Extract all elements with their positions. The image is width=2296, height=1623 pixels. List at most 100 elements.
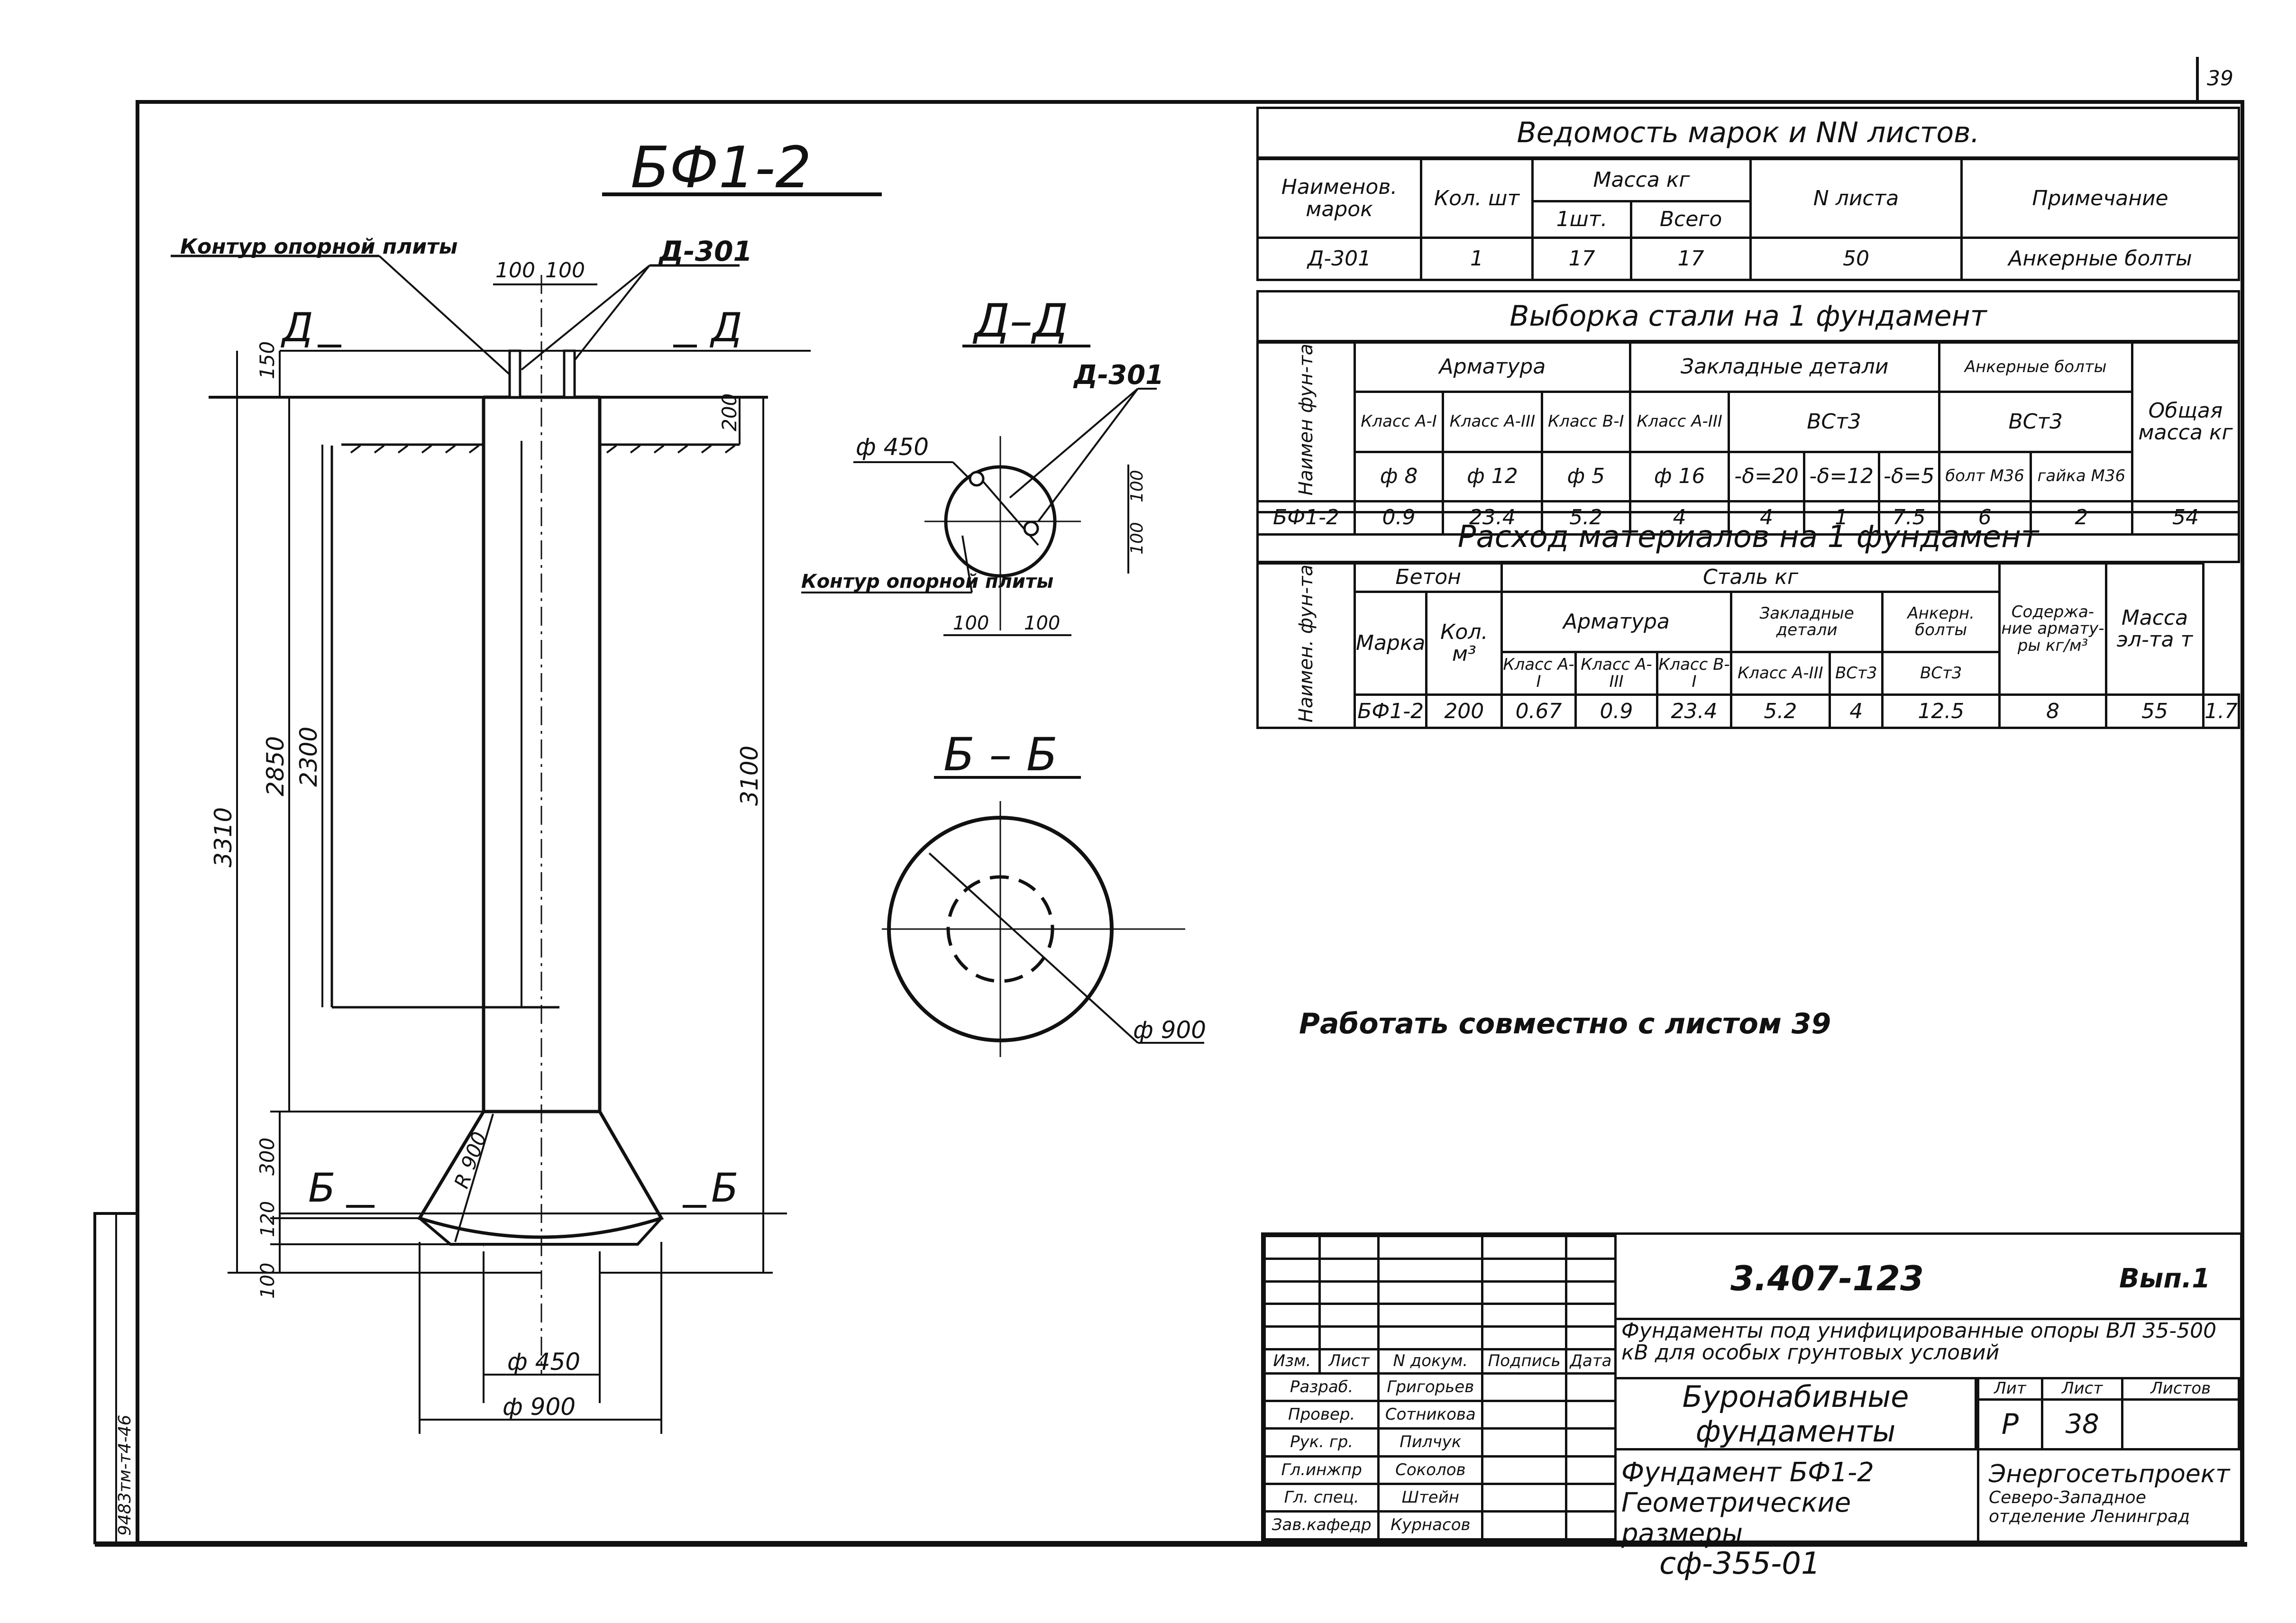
cut-d-right: Д [709, 304, 742, 351]
t2-size: -δ=5 [1877, 450, 1940, 502]
cut-d-left: Д [280, 304, 313, 351]
t2-class: Класс В-I [1540, 391, 1631, 453]
section-dd-dim-b: 100 [1024, 612, 1060, 634]
stamp-stage: Р [1977, 1398, 2043, 1450]
dim-3100: 3100 [736, 746, 763, 806]
stamp-sheet-label: Лист [2040, 1377, 2124, 1401]
stamp-code: 3.407-123 [1730, 1258, 1924, 1298]
t2-size: -δ=20 [1728, 450, 1805, 502]
table2-title-box: Выборка стали на 1 фундамент [1256, 290, 2240, 342]
section-dd-contour: Контур опорной плиты [801, 571, 1053, 593]
t1-cell: 50 [1749, 237, 1963, 281]
t3-h-soderzh: Содержа-ние армату-ры кг/м³ [1998, 562, 2107, 696]
stamp-sheet-grid: Лит Лист Листов Р 38 [1977, 1377, 2240, 1450]
t1-h-qty: Кол. шт [1420, 157, 1534, 239]
section-bb-title: Б – Б [943, 728, 1058, 781]
t2-class: Класс А-III [1442, 391, 1543, 453]
t1-h-sheet: N листа [1749, 157, 1963, 239]
t2-cell: 7.5 [1877, 500, 1940, 536]
table2: Наимен фун-та Арматура Закладные детали … [1256, 341, 2240, 536]
stamp-issue: Вып.1 [2119, 1263, 2211, 1294]
stamp-person: Штейн [1377, 1483, 1484, 1513]
stamp-person: Соколов [1377, 1455, 1484, 1486]
dim-2300: 2300 [295, 727, 322, 787]
stamp-col-sign: Подпись [1481, 1348, 1567, 1375]
t2-class: Класс А-III [1628, 391, 1730, 453]
stamp-col-izm: Изм. [1263, 1348, 1321, 1375]
stamp-role: Разраб. [1263, 1372, 1380, 1403]
t2-cell: 4 [1628, 500, 1730, 536]
stamp-role: Зав.кафедр [1263, 1510, 1380, 1541]
stamp-role: Рук. гр. [1263, 1427, 1380, 1458]
t3-class: ВСт3 [1881, 651, 2001, 696]
section-dd-dim-v1: 100 [1127, 470, 1147, 502]
t1-h-name: Наименов. марок [1256, 157, 1422, 239]
section-dd-title: Д–Д [972, 294, 1068, 347]
section-dd-dim-a: 100 [953, 612, 989, 634]
stamp-sheet: 38 [2040, 1398, 2124, 1450]
t3-h-zakl: Закладные детали [1729, 590, 1884, 654]
stamp-person: Сотникова [1377, 1400, 1484, 1430]
ground-hatch [350, 445, 736, 454]
t2-class: Класс А-I [1353, 391, 1445, 453]
title-block: Изм. Лист N докум. Подпись Дата Разраб.Г… [1261, 1232, 2242, 1549]
dim-120: 120 [257, 1201, 279, 1237]
dimension-lines-right [600, 397, 773, 1274]
t2-size: гайка М36 [2029, 450, 2134, 502]
stamp-person: Григорьев [1377, 1372, 1484, 1403]
t3-class: Класс А-I [1500, 651, 1577, 696]
t2-size: -δ=12 [1802, 450, 1880, 502]
t1-cell: 17 [1531, 237, 1633, 281]
t2-cell: 4 [1728, 500, 1805, 536]
t1-cell: 17 [1630, 237, 1752, 281]
t1-h-note: Примечание [1960, 157, 2240, 239]
t2-size: ф 8 [1353, 450, 1445, 502]
stamp-org: Энергосетьпроект [1989, 1460, 2230, 1488]
t2-h-anchor: Анкерные болты [1938, 341, 2134, 393]
stamp-doc-title: Буронабивные фундаменты [1617, 1377, 1977, 1450]
t3-class: Класс А-III [1574, 651, 1659, 696]
dimension-lines-left [228, 351, 541, 1274]
table3: Наимен. фун-та Бетон Сталь кг Содержа-ни… [1256, 562, 2241, 729]
t3-cell: 55 [2104, 693, 2205, 729]
note-text: Работать совместно с листом 39 [1299, 1007, 1831, 1040]
t2-cell: БФ1-2 [1256, 500, 1356, 536]
drawing-title: БФ1-2 [631, 135, 812, 201]
dim-300: 300 [256, 1138, 279, 1176]
t1-h-mass: Масса кг [1531, 158, 1752, 202]
t3-class: Класс В-I [1656, 651, 1732, 696]
section-bb-phi: ф 900 [1133, 1016, 1206, 1044]
t3-cell: 5.2 [1729, 693, 1831, 729]
t3-cell: 23.4 [1656, 693, 1732, 729]
dim-100: 100 [257, 1263, 279, 1299]
table3-title: Расход материалов на 1 фундамент [1457, 520, 2039, 555]
t2-cell: 2 [2029, 500, 2134, 536]
dim-200: 200 [718, 393, 741, 431]
t3-cell: 4 [1828, 693, 1884, 729]
t1-h-mass-all: Всего [1630, 200, 1752, 239]
t3-h-marka: Марка [1353, 590, 1428, 696]
dim-100-right: 100 [545, 258, 585, 283]
table2-title: Выборка стали на 1 фундамент [1509, 300, 1987, 333]
t3-cell: 200 [1425, 693, 1503, 729]
t3-h-kol: Кол. м³ [1425, 590, 1503, 696]
side-stamp-text: 9483тм-т4-46 [115, 1415, 135, 1536]
anchor-bolt [563, 349, 576, 399]
t1-h-mass-1: 1шт. [1531, 200, 1633, 239]
t1-cell: 1 [1420, 237, 1534, 281]
t3-h-stal: Сталь кг [1500, 562, 2001, 593]
t2-cell: 23.4 [1442, 500, 1543, 536]
anchor-ref-label: Д-301 [658, 235, 752, 267]
pile-shaft [482, 397, 602, 1112]
t3-h-armatura: Арматура [1500, 590, 1732, 654]
phi900-bottom: ф 900 [503, 1393, 576, 1421]
contour-label: Контур опорной плиты [180, 235, 457, 259]
page-number: 39 [2207, 66, 2233, 91]
t2-h-armatura: Арматура [1354, 341, 1631, 393]
revision-grid: Изм. Лист N докум. Подпись Дата Разраб.Г… [1263, 1235, 1617, 1541]
stamp-org-sub: Северо-Западное отделение Ленинград [1989, 1488, 2190, 1526]
stamp-subject: Фундаменты под унифицированные опоры ВЛ … [1621, 1319, 2217, 1365]
dim-3310: 3310 [210, 807, 237, 867]
table1-title: Ведомость марок и NN листов. [1517, 116, 1980, 149]
stamp-sheets-label: Листов [2121, 1377, 2240, 1401]
